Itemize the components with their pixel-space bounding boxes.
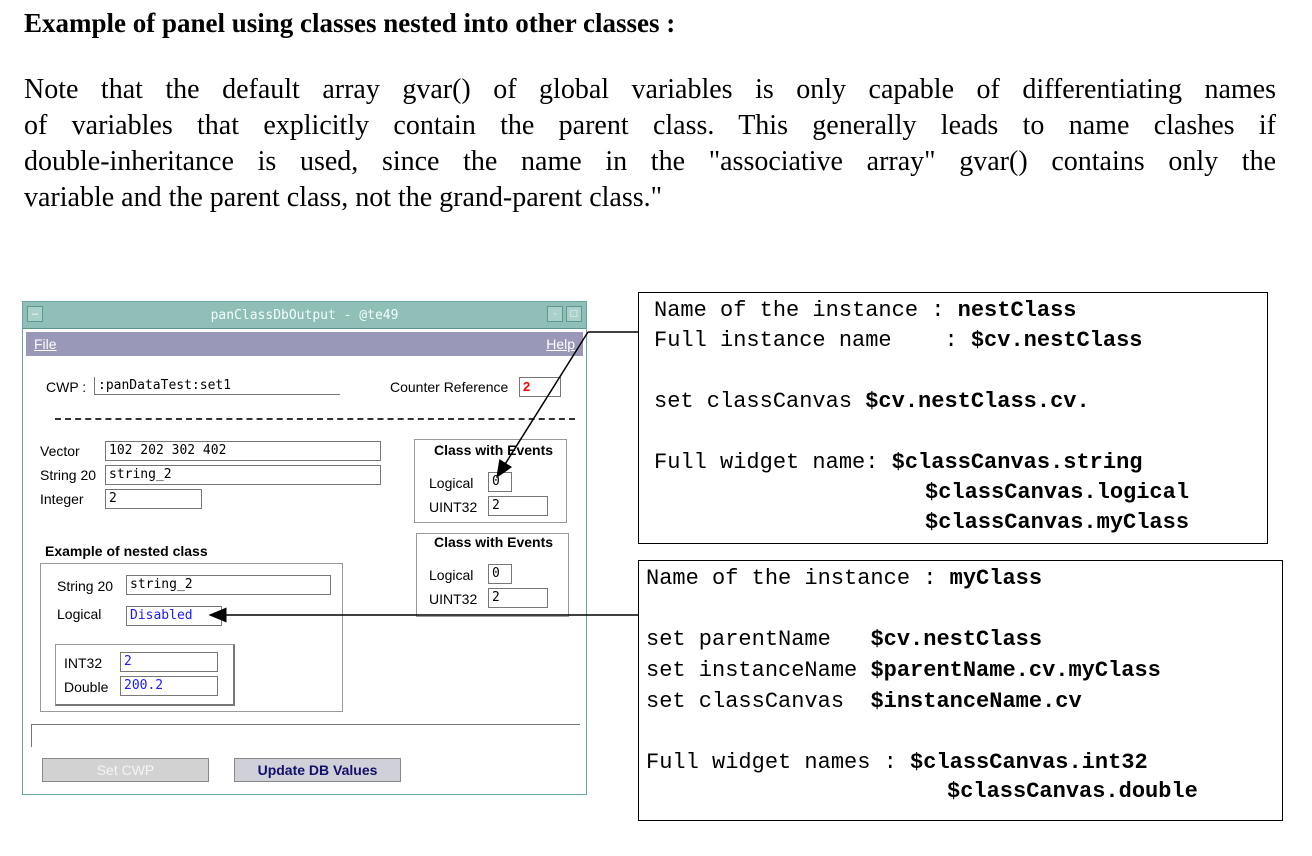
code-bold: myClass	[949, 566, 1043, 591]
minimize-icon[interactable]: ·	[547, 306, 563, 322]
cwp-field[interactable]: :panDataTest:set1	[94, 377, 340, 395]
menu-help[interactable]: Help	[546, 336, 575, 352]
string20-label: String 20	[40, 467, 97, 483]
events-frame-2	[416, 533, 569, 617]
code-bold: $instanceName.cv	[870, 689, 1082, 714]
code-bold: $cv.nestClass	[970, 328, 1143, 353]
code-bold: $classCanvas.logical	[925, 480, 1190, 505]
panel-window: – panClassDbOutput - @te49 · □ File Help…	[22, 301, 587, 795]
separator	[55, 418, 575, 420]
code-bold: $cv.nestClass	[870, 627, 1043, 652]
code-text: set classCanvas	[646, 689, 871, 714]
arrow-1	[496, 331, 589, 479]
events2-logical-field[interactable]: 0	[488, 564, 512, 584]
code-bold: $classCanvas.myClass	[925, 510, 1190, 535]
nested-class-frame	[40, 563, 343, 712]
nested-logical-field[interactable]: Disabled	[126, 606, 222, 626]
events1-uint32-label: UINT32	[429, 499, 478, 515]
set-cwp-button[interactable]: Set CWP	[42, 758, 209, 782]
code-box-nestclass: Name of the instance : nestClass Full in…	[638, 292, 1268, 544]
integer-label: Integer	[40, 491, 84, 507]
double-field[interactable]: 200.2	[120, 676, 218, 696]
code-bold: nestClass	[957, 298, 1077, 323]
code-text: Full widget name:	[654, 450, 892, 475]
events2-uint32-label: UINT32	[429, 591, 478, 607]
events2-uint32-field[interactable]: 2	[488, 588, 548, 608]
events-frame-2-title: Class with Events	[434, 534, 554, 550]
maximize-icon[interactable]: □	[566, 306, 582, 322]
vector-label: Vector	[40, 443, 80, 459]
window-menu-icon[interactable]: –	[27, 306, 43, 322]
code-text: set instanceName	[646, 658, 871, 683]
code-box-myclass: Name of the instance : myClass set paren…	[638, 560, 1283, 821]
events-frame-1-title: Class with Events	[434, 442, 554, 458]
paragraph-line: of variables that explicitly contain the…	[24, 110, 1276, 141]
paragraph-line: double-inheritance is used, since the na…	[24, 146, 1276, 177]
menubar: File Help	[26, 332, 583, 356]
counter-reference-label: Counter Reference	[390, 379, 509, 395]
window-title: panClassDbOutput - @te49	[210, 308, 399, 323]
integer-field[interactable]: 2	[105, 489, 202, 509]
events2-logical-label: Logical	[429, 567, 474, 583]
code-bold: $classCanvas.int32	[910, 750, 1148, 775]
int32-label: INT32	[64, 655, 103, 671]
code-text: Name of the instance :	[654, 298, 958, 323]
code-text: set classCanvas	[654, 389, 866, 414]
code-bold: $parentName.cv.myClass	[870, 658, 1161, 683]
code-bold: $cv.nestClass.cv.	[865, 389, 1090, 414]
status-line	[31, 724, 580, 747]
code-text: Full instance name :	[654, 328, 971, 353]
window-titlebar[interactable]: – panClassDbOutput - @te49 · □	[23, 302, 586, 329]
paragraph-line: Note that the default array gvar() of gl…	[24, 74, 1276, 105]
code-text: Name of the instance :	[646, 566, 950, 591]
nested-class-title: Example of nested class	[45, 543, 208, 559]
int32-field[interactable]: 2	[120, 652, 218, 672]
page-heading: Example of panel using classes nested in…	[24, 8, 676, 38]
menu-file[interactable]: File	[34, 336, 57, 352]
nested-string20-label: String 20	[57, 578, 114, 594]
string20-field[interactable]: string_2	[105, 465, 381, 485]
intro-paragraph: Note that the default array gvar() of gl…	[24, 72, 1276, 216]
code-text: set parentName	[646, 627, 871, 652]
code-text: Full widget names :	[646, 750, 911, 775]
vector-field[interactable]: 102 202 302 402	[105, 441, 381, 461]
cwp-label: CWP :	[46, 379, 87, 395]
paragraph-line: variable and the parent class, not the g…	[24, 182, 663, 213]
nested-string20-field[interactable]: string_2	[126, 575, 331, 595]
code-bold: $classCanvas.string	[891, 450, 1143, 475]
nested-logical-label: Logical	[57, 606, 102, 622]
events1-uint32-field[interactable]: 2	[488, 496, 548, 516]
events1-logical-label: Logical	[429, 475, 474, 491]
events-frame-1	[414, 439, 567, 523]
inner-nested-frame	[55, 644, 235, 706]
double-label: Double	[64, 679, 109, 695]
update-db-values-button[interactable]: Update DB Values	[234, 758, 401, 782]
code-bold: $classCanvas.double	[947, 779, 1198, 804]
